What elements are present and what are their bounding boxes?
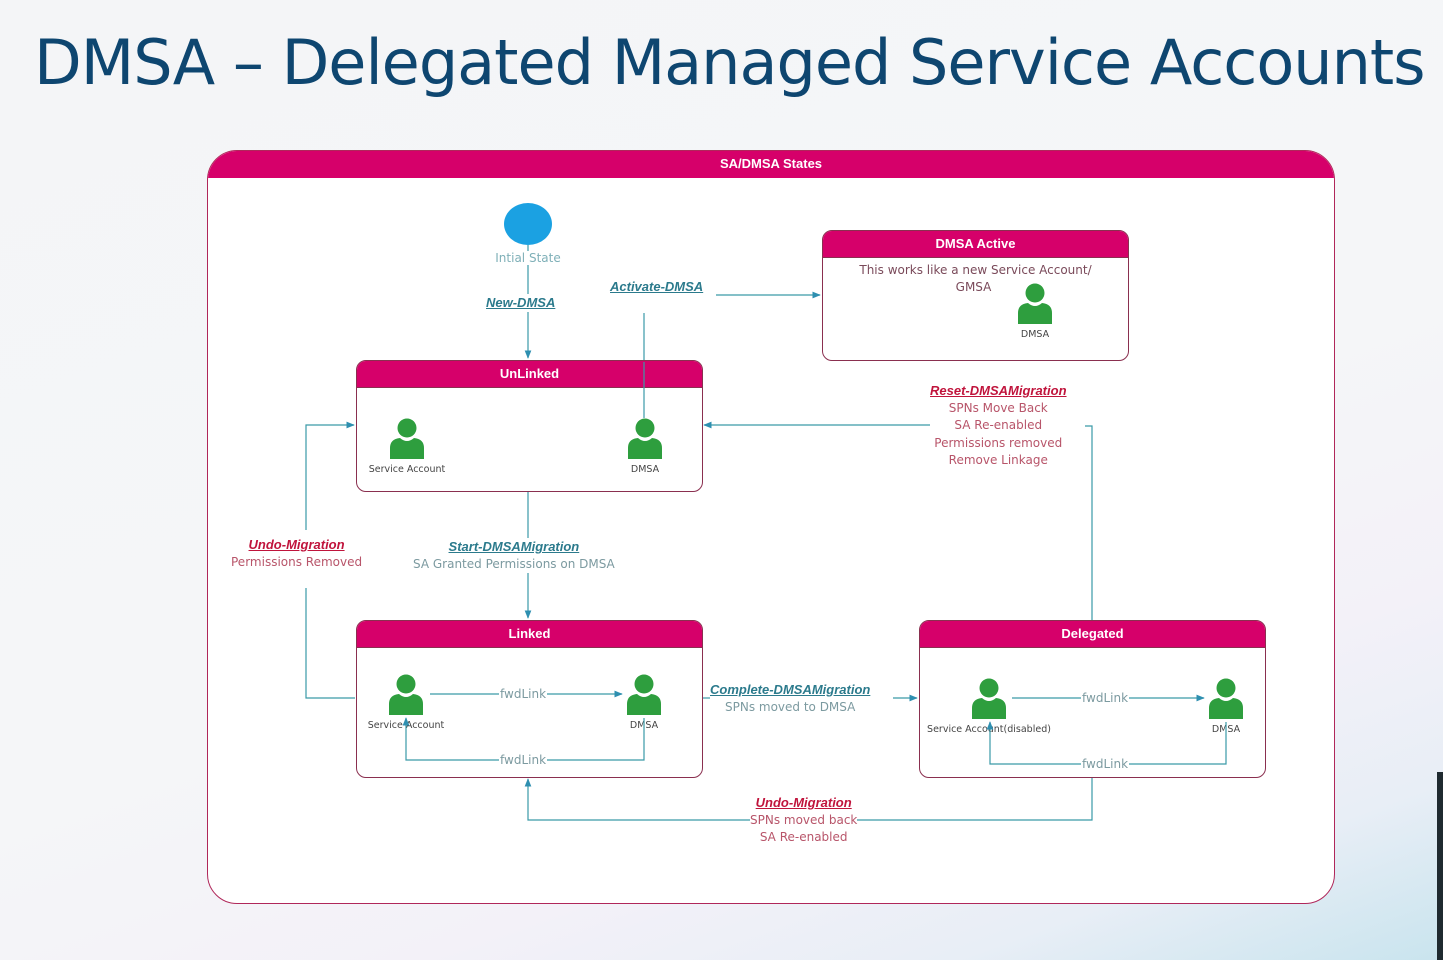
transition-new-dmsa: New-DMSA — [486, 294, 556, 312]
transition-command: Complete-DMSAMigration — [710, 682, 871, 697]
transition-command: Undo-Migration — [248, 537, 345, 552]
linked-fwdlink-forward-label: fwdLink — [499, 687, 548, 701]
transition-start-migration: Start-DMSAMigration SA Granted Permissio… — [413, 538, 615, 573]
person-icon — [1209, 678, 1243, 719]
state-dmsa-active-description: This works like a new Service Account/ G… — [859, 263, 1092, 294]
actor-service-account: Service Account — [336, 674, 476, 731]
transition-activate-dmsa: Activate-DMSA — [610, 278, 703, 296]
actor-service-account: Service Account — [357, 418, 477, 475]
initial-state-node — [504, 203, 552, 245]
transition-reset-migration: Reset-DMSAMigration SPNs Move Back SA Re… — [930, 382, 1067, 470]
person-icon — [628, 418, 662, 459]
transition-command: Undo-Migration — [755, 795, 852, 810]
state-dmsa-active-title: DMSA Active — [823, 231, 1128, 258]
transition-command: Activate-DMSA — [610, 279, 704, 294]
person-icon — [1018, 283, 1052, 324]
state-dmsa-active: DMSA Active This works like a new Servic… — [822, 230, 1129, 361]
actor-dmsa: DMSA — [575, 418, 702, 475]
delegated-fwdlink-back-label: fwdLink — [1081, 757, 1130, 771]
slide-title: DMSA – Delegated Managed Service Account… — [34, 26, 1426, 99]
person-icon — [627, 674, 661, 715]
transition-complete-migration: Complete-DMSAMigration SPNs moved to DMS… — [710, 681, 871, 716]
transition-command: New-DMSA — [486, 295, 556, 310]
transition-command: Reset-DMSAMigration — [930, 383, 1067, 398]
delegated-fwdlink-forward-label: fwdLink — [1081, 691, 1130, 705]
state-delegated-title: Delegated — [920, 621, 1265, 648]
transition-undo-migration-linked: Undo-Migration Permissions Removed — [231, 536, 363, 571]
edge-overlay — [1437, 772, 1443, 960]
actor-service-account-disabled: Service Account(disabled) — [919, 678, 1059, 735]
actor-dmsa: DMSA — [965, 283, 1105, 340]
actor-dmsa: DMSA — [574, 674, 714, 731]
diagram-title: SA/DMSA States — [208, 151, 1334, 178]
initial-state-label: Intial State — [495, 251, 561, 265]
transition-command: Start-DMSAMigration — [448, 539, 580, 554]
actor-dmsa: DMSA — [1156, 678, 1296, 735]
states-diagram-frame: SA/DMSA States — [207, 150, 1335, 904]
person-icon — [972, 678, 1006, 719]
person-icon — [390, 418, 424, 459]
transition-undo-migration-delegated: Undo-Migration SPNs moved back SA Re-ena… — [750, 794, 858, 847]
state-unlinked: UnLinked Service Account DMSA — [356, 360, 703, 492]
linked-fwdlink-back-label: fwdLink — [499, 753, 548, 767]
state-unlinked-title: UnLinked — [357, 361, 702, 388]
state-linked-title: Linked — [357, 621, 702, 648]
person-icon — [389, 674, 423, 715]
